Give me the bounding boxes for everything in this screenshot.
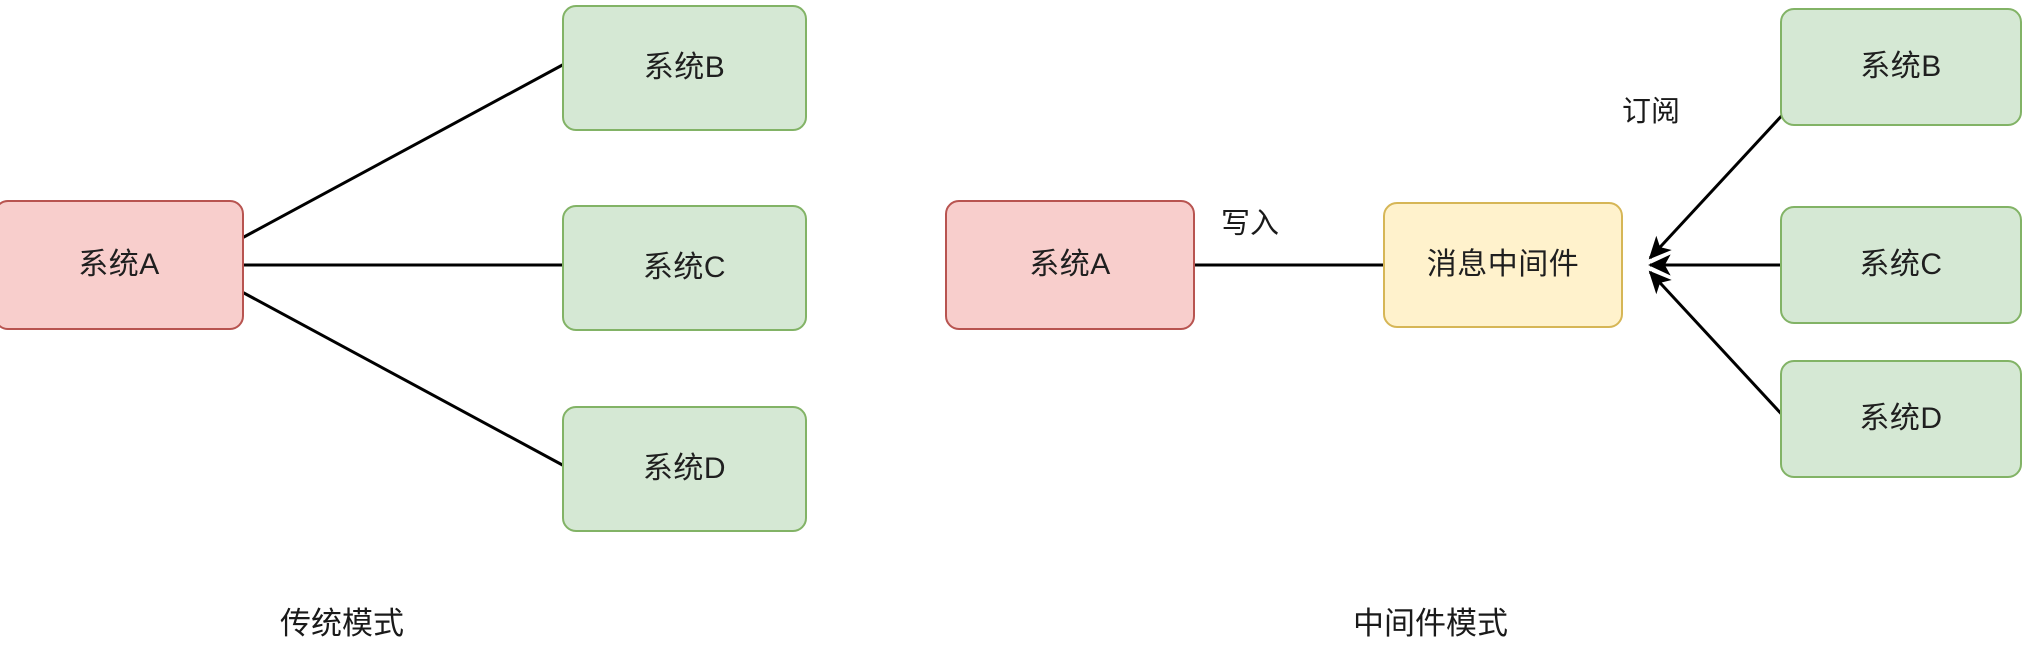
edge-sysd-to-sysa-left — [203, 270, 569, 470]
node-label: 系统B — [643, 51, 726, 84]
node-system-b-traditional[interactable]: 系统B — [562, 5, 807, 131]
node-label: 系统D — [642, 452, 727, 485]
edge-label-write: 写入 — [1221, 208, 1280, 240]
node-label: 系统C — [1859, 248, 1943, 281]
node-system-d-middleware[interactable]: 系统D — [1780, 360, 2022, 478]
node-system-b-middleware[interactable]: 系统B — [1780, 8, 2022, 126]
node-label: 消息中间件 — [1426, 248, 1580, 281]
node-system-c-traditional[interactable]: 系统C — [562, 205, 807, 331]
edge-sysb-to-broker — [1648, 108, 1789, 260]
caption-middleware-pattern: 中间件模式 — [1353, 606, 1508, 641]
edge-label-subscribe: 订阅 — [1622, 96, 1681, 128]
node-system-c-middleware[interactable]: 系统C — [1780, 206, 2022, 324]
edge-sysd-to-broker — [1648, 270, 1789, 422]
node-label: 系统D — [1859, 402, 1943, 435]
node-system-a-traditional[interactable]: 系统A — [0, 200, 244, 330]
caption-traditional-pattern: 传统模式 — [280, 606, 404, 641]
node-label: 系统A — [78, 248, 160, 281]
node-label: 系统B — [1860, 50, 1942, 83]
edge-sysb-to-sysa-left — [203, 60, 569, 260]
node-message-broker[interactable]: 消息中间件 — [1383, 202, 1623, 328]
node-label: 系统A — [1029, 248, 1111, 281]
node-system-d-traditional[interactable]: 系统D — [562, 406, 807, 532]
node-label: 系统C — [642, 251, 727, 284]
node-system-a-middleware[interactable]: 系统A — [945, 200, 1195, 330]
